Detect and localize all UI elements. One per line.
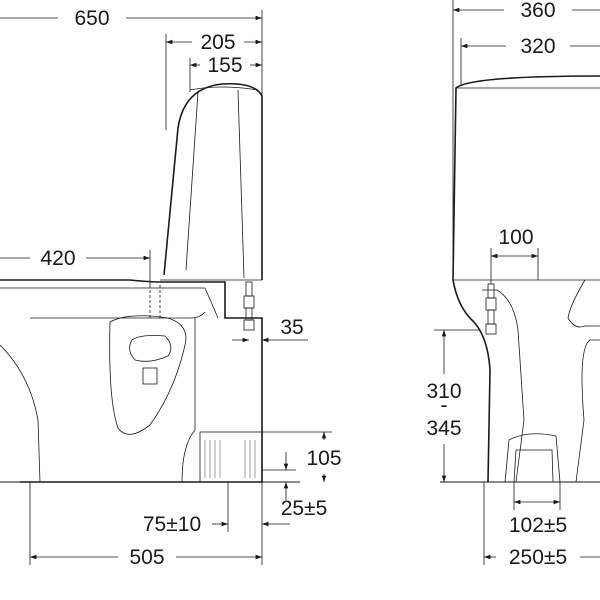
dim-outlet-from-wall: 75±10 [143,513,201,536]
dim-inlet-spacing: 100 [498,226,533,249]
front-inlet-valve [485,283,497,335]
side-outlet [199,431,263,483]
front-bowl-outline [452,279,491,483]
dim-outlet-to-base: 25±5 [281,497,328,520]
side-inlet-valve [243,281,255,331]
dim-seat-height-sep: - [441,394,448,417]
front-tank-outline [452,75,600,281]
dim-tank-depth-inner: 155 [207,54,242,77]
dim-tank-width: 320 [520,35,555,58]
side-tank-outline [163,82,263,280]
dim-tank-depth-top: 205 [200,31,235,54]
dim-outlet-width: 102±5 [509,514,567,537]
dim-seat-length: 420 [40,247,75,270]
side-view: 650 205 155 420 35 105 25±5 [0,7,342,569]
dim-outlet-height: 105 [306,447,341,470]
dim-overall-width: 360 [520,0,555,22]
dim-base-width: 250±5 [509,546,567,569]
dim-base-length: 505 [129,546,164,569]
dim-overall-length: 650 [74,7,109,30]
dim-inlet-offset: 35 [280,316,303,339]
side-bowl-outline [0,279,263,483]
dim-seat-height-min: 310 [426,380,461,403]
dim-seat-height-max: 345 [426,417,461,440]
front-view: 360 320 100 310 - 345 102±5 250±5 [426,0,600,569]
